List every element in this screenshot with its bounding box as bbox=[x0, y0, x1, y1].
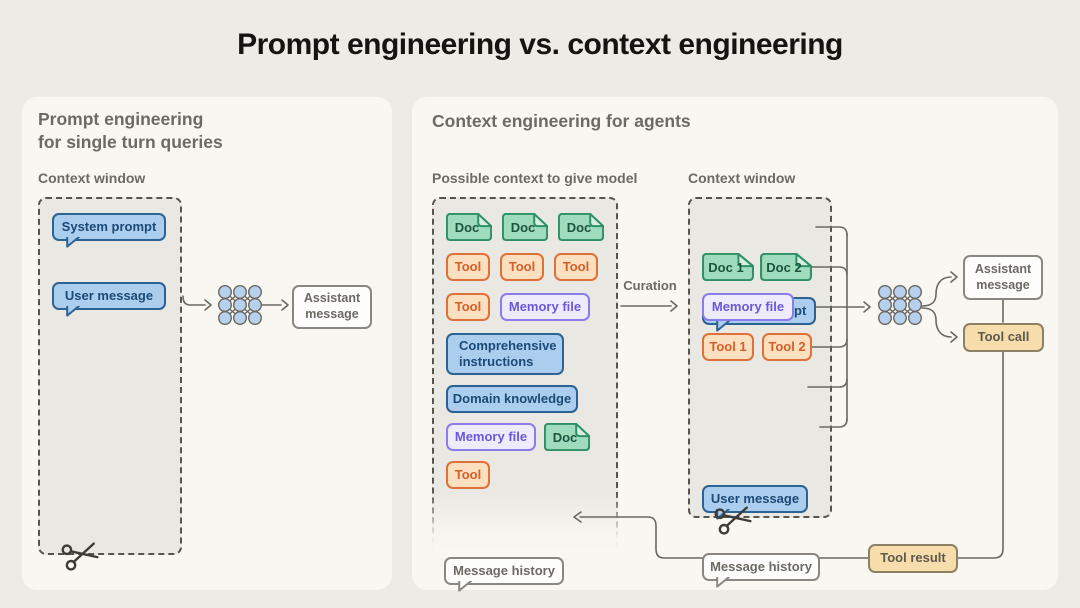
tool-call-box: Tool call bbox=[963, 323, 1044, 352]
scissors-icon bbox=[714, 506, 752, 535]
toolresult-feedback-line bbox=[579, 516, 869, 559]
tool-label: Tool bbox=[454, 298, 482, 314]
toolcall-toolresult-link bbox=[957, 351, 1004, 559]
left-context-window-label: Context window bbox=[38, 170, 146, 186]
stub-message-history bbox=[819, 418, 848, 428]
arrowhead-left bbox=[573, 511, 582, 523]
stub-tool2 bbox=[811, 338, 848, 348]
doc2-item: Doc 2 bbox=[760, 253, 812, 281]
doc-label: Doc bbox=[454, 219, 480, 235]
memory-file-item: Memory file bbox=[500, 293, 590, 321]
doc2-label: Doc 2 bbox=[766, 259, 802, 275]
stub-doc2 bbox=[811, 266, 848, 276]
left-panel-heading: Prompt engineering for single turn queri… bbox=[38, 108, 223, 154]
tool2-box: Tool 2 bbox=[762, 333, 812, 361]
user-message-label: User message bbox=[64, 287, 154, 303]
tool-item: Tool bbox=[554, 253, 598, 281]
scissors-icon bbox=[61, 542, 99, 571]
doc-item: Doc bbox=[558, 213, 604, 241]
doc-label: Doc bbox=[510, 219, 536, 235]
split-upper bbox=[921, 276, 952, 307]
arrowhead bbox=[281, 299, 289, 311]
tool1-box: Tool 1 bbox=[702, 333, 754, 361]
doc1-item: Doc 1 bbox=[702, 253, 754, 281]
doc1-label: Doc 1 bbox=[708, 259, 744, 275]
document-icon bbox=[502, 213, 548, 241]
arrowhead bbox=[950, 271, 958, 283]
user-message-box: User message bbox=[52, 282, 166, 317]
speech-bubble-tail bbox=[716, 321, 730, 332]
tool-label: Tool bbox=[454, 258, 482, 274]
doc-item: Doc bbox=[544, 423, 590, 451]
left-heading-line1: Prompt engineering bbox=[38, 109, 204, 129]
doc-label: Doc bbox=[566, 219, 592, 235]
speech-bubble-tail bbox=[716, 577, 730, 588]
comprehensive-instructions-label: Comprehensive instructions bbox=[459, 337, 557, 369]
user-message-label: User message bbox=[710, 490, 800, 506]
tool-label: Tool bbox=[454, 466, 482, 482]
arrowhead bbox=[670, 300, 678, 312]
domain-knowledge-label: Domain knowledge bbox=[452, 390, 572, 406]
tool1-label: Tool 1 bbox=[709, 338, 747, 354]
agent-message-history-box: Message history bbox=[702, 553, 820, 588]
message-history-item: Message history bbox=[444, 557, 564, 592]
tool-item: Tool bbox=[446, 253, 490, 281]
agent-assistant-message-box: Assistant message bbox=[963, 255, 1043, 300]
stub-user-message bbox=[807, 378, 848, 388]
document-icon bbox=[760, 253, 812, 281]
agent-memory-file-box: Memory file bbox=[702, 293, 794, 321]
right-panel-heading: Context engineering for agents bbox=[432, 111, 691, 131]
message-history-label: Message history bbox=[710, 558, 812, 574]
assistant-message-label: Assistant message bbox=[303, 291, 361, 321]
document-icon bbox=[558, 213, 604, 241]
speech-bubble-tail bbox=[66, 237, 80, 248]
tool-item: Tool bbox=[500, 253, 544, 281]
possible-context-label: Possible context to give model bbox=[432, 170, 638, 186]
neural-network-icon bbox=[877, 284, 923, 326]
tool-result-box: Tool result bbox=[868, 544, 958, 573]
tool-item: Tool bbox=[446, 461, 490, 489]
tool-result-label: Tool result bbox=[880, 550, 946, 566]
document-icon bbox=[702, 253, 754, 281]
tool-label: Tool bbox=[562, 258, 590, 274]
doc-item: Doc bbox=[446, 213, 492, 241]
assistant-message-box: Assistant message bbox=[292, 285, 372, 329]
system-prompt-box: System prompt bbox=[52, 213, 166, 248]
memory-file-label: Memory file bbox=[454, 428, 528, 444]
tool-call-label: Tool call bbox=[977, 329, 1030, 345]
comprehensive-instructions-item: Comprehensive instructions bbox=[446, 333, 564, 375]
assistant-message-label: Assistant message bbox=[974, 261, 1032, 292]
doc-item: Doc bbox=[502, 213, 548, 241]
tool-item: Tool bbox=[446, 293, 490, 321]
left-flow-line bbox=[182, 295, 206, 306]
doc-label: Doc bbox=[552, 429, 578, 445]
document-icon bbox=[544, 423, 590, 451]
tool-label: Tool bbox=[508, 258, 536, 274]
page-title: Prompt engineering vs. context engineeri… bbox=[237, 28, 843, 61]
speech-bubble-tail bbox=[66, 306, 80, 317]
memory-file-label: Memory file bbox=[508, 298, 582, 314]
stub-system-prompt bbox=[815, 226, 848, 236]
memory-file-label: Memory file bbox=[711, 298, 785, 314]
left-context-window-box bbox=[38, 197, 182, 555]
message-history-label: Message history bbox=[453, 562, 555, 578]
arrowhead bbox=[863, 301, 871, 313]
left-heading-line2: for single turn queries bbox=[38, 132, 223, 153]
curation-label: Curation bbox=[623, 278, 677, 293]
arrowhead bbox=[204, 299, 212, 311]
arrowhead bbox=[950, 331, 958, 343]
right-context-window-label: Context window bbox=[688, 170, 796, 186]
speech-bubble-tail bbox=[458, 581, 472, 592]
agent-user-message-box: User message bbox=[702, 485, 808, 520]
split-lower bbox=[921, 307, 952, 338]
system-prompt-label: System prompt bbox=[61, 218, 157, 234]
memory-file-item: Memory file bbox=[446, 423, 536, 451]
domain-knowledge-item: Domain knowledge bbox=[446, 385, 578, 413]
document-icon bbox=[446, 213, 492, 241]
tool2-label: Tool 2 bbox=[768, 338, 806, 354]
neural-network-icon bbox=[217, 284, 263, 326]
